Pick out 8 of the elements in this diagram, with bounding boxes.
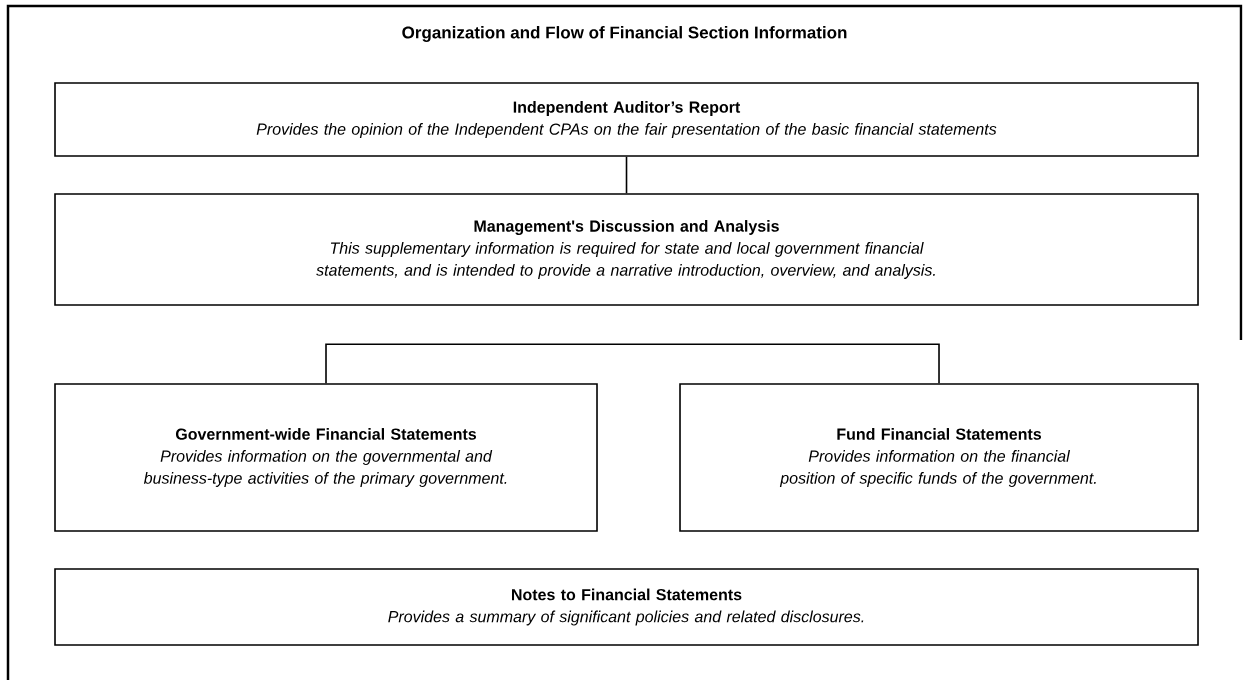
section-box: Independent Auditor’s Report Provides the opinion of the Independent CPAs on the fair presentation of the basic financial statements: [54, 82, 1199, 157]
section-box: Notes to Financial Statements Provides a summary of significant policies and related disclosures.: [54, 568, 1199, 646]
connector-line: [625, 156, 628, 194]
section-box: Management's Discussion and Analysis This supplementary information is required for state and local government financial statements, and is intended to provide a narrative introduction, overview, and analysis.: [54, 193, 1199, 306]
connector-line: [325, 343, 940, 384]
title: Organization and Flow of Financial Section Information: [402, 26, 847, 42]
section-box: Fund Financial Statements Provides information on the financial position of specific funds of the government.: [679, 383, 1199, 532]
section-box: Government-wide Financial Statements Provides information on the governmental and business-type activities of the primary government.: [54, 383, 598, 532]
